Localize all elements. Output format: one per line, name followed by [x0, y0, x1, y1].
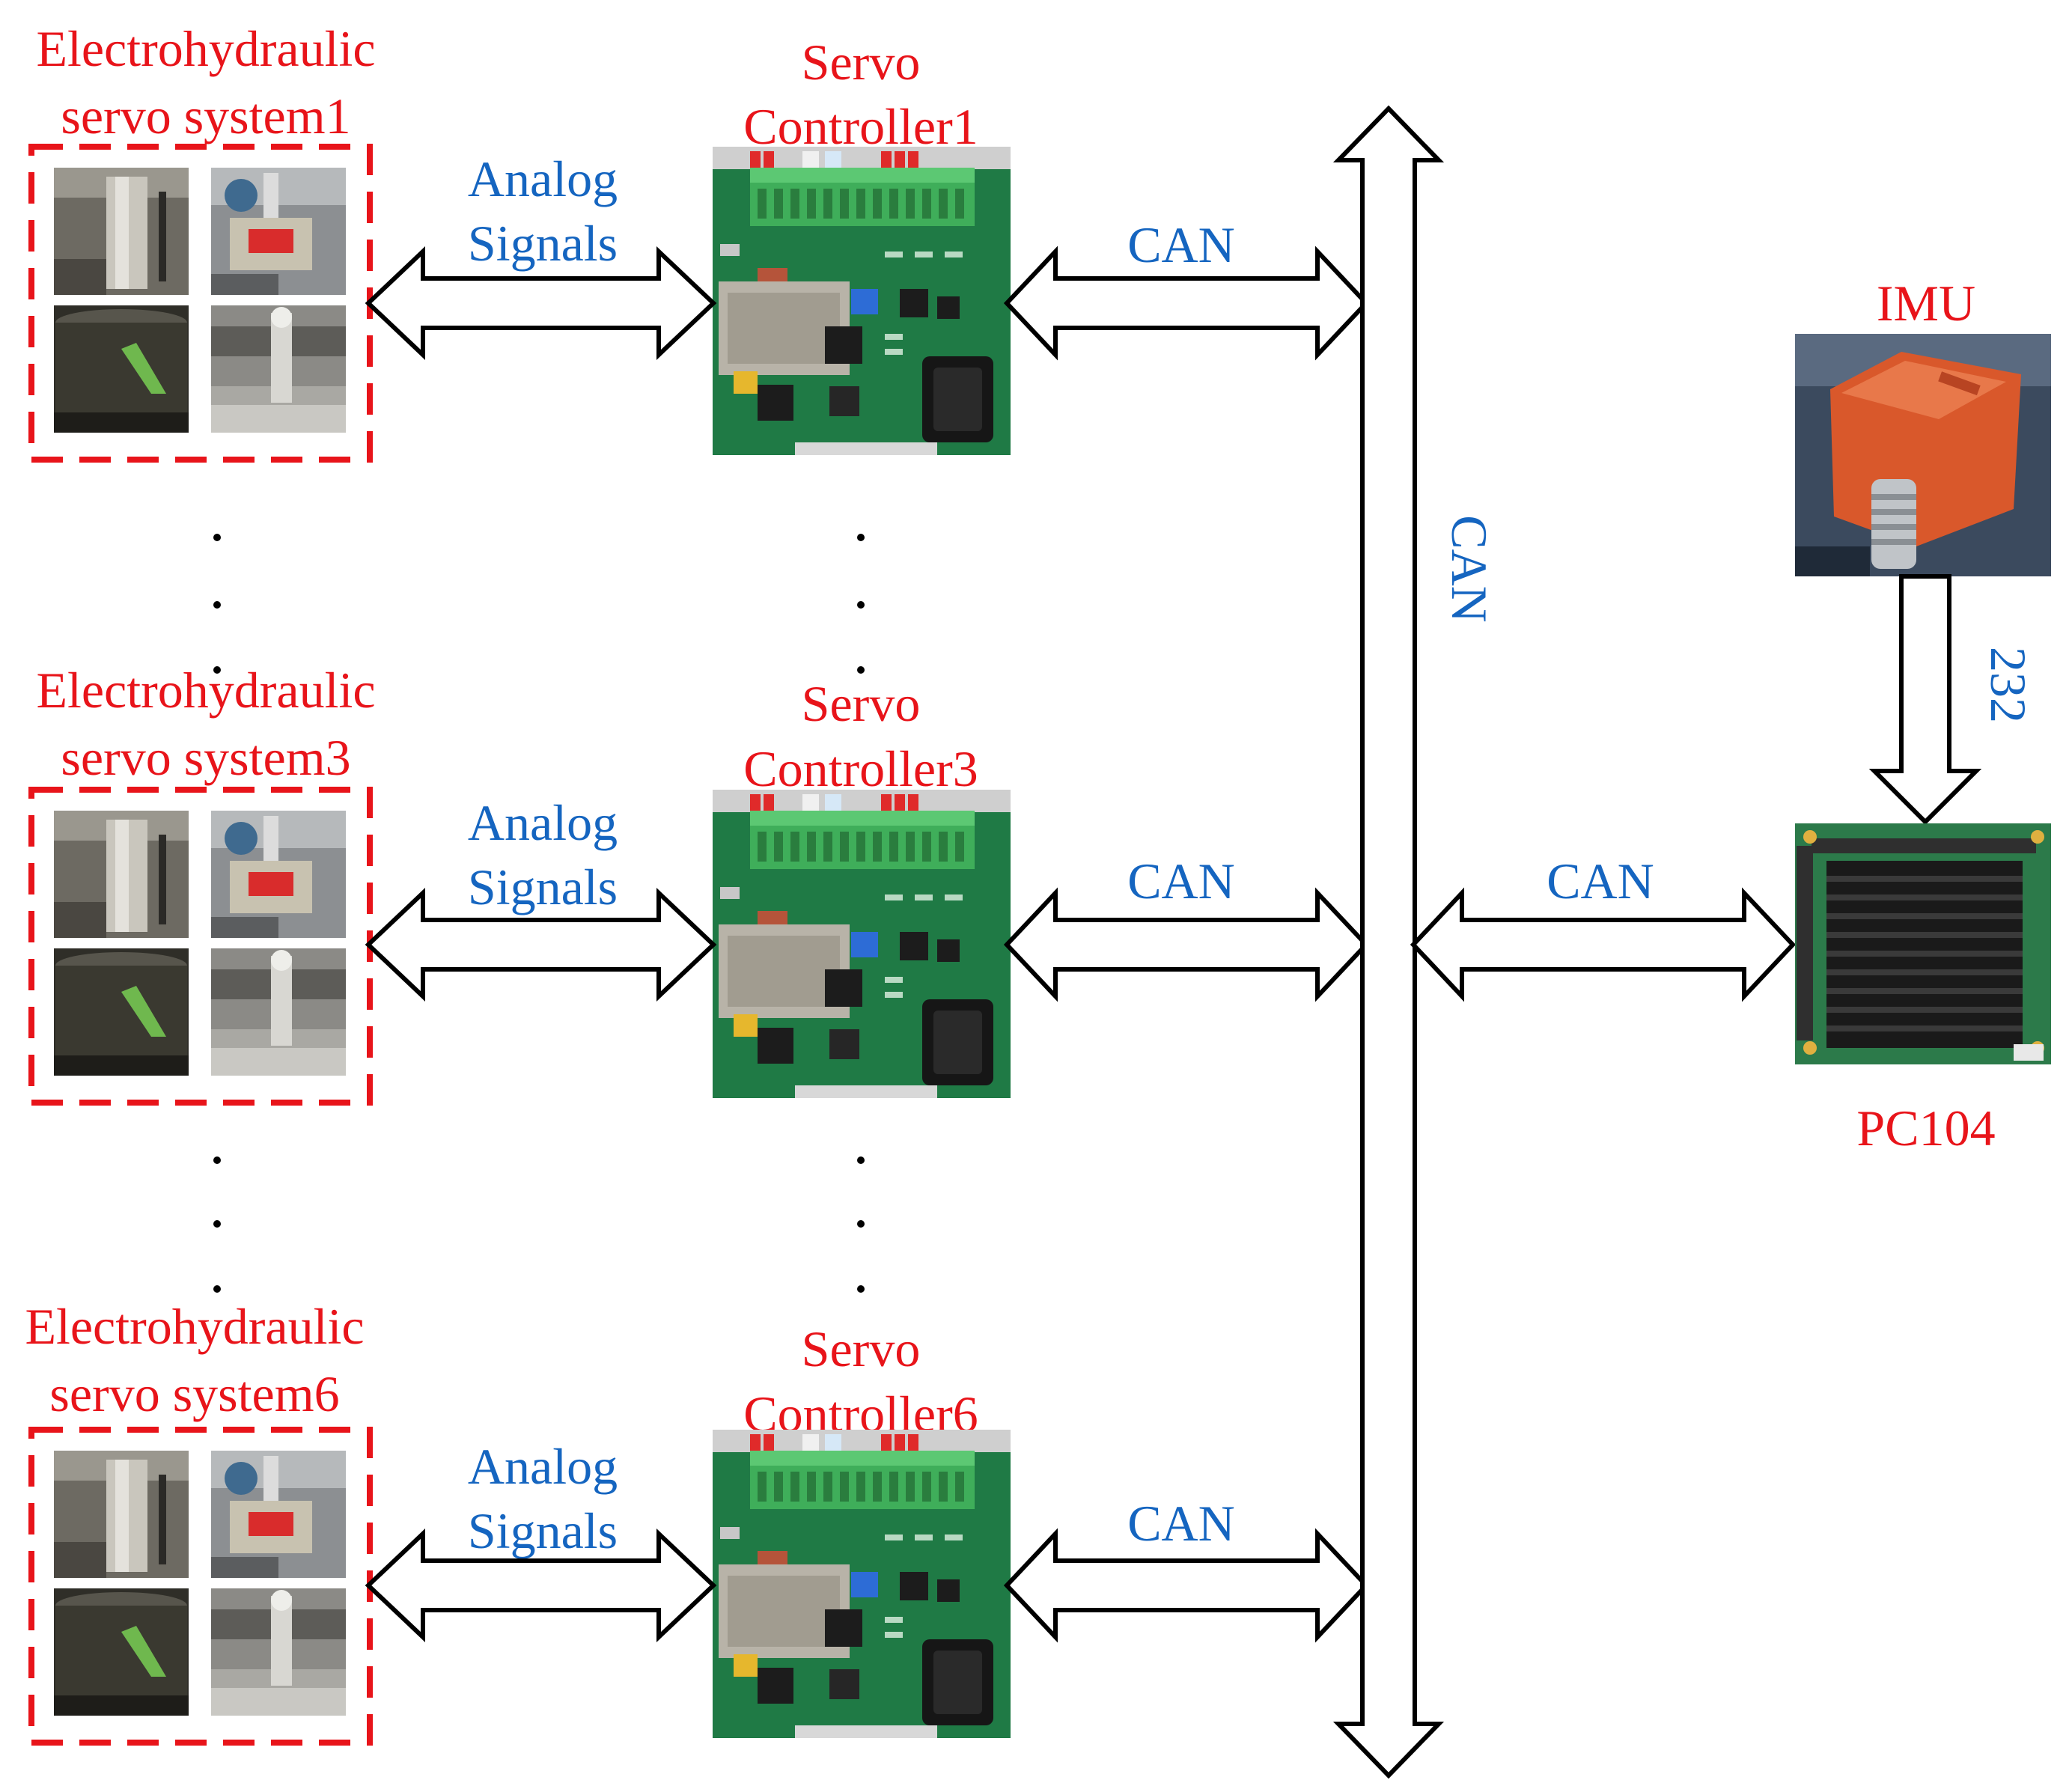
- servo-controller-board-icon: [713, 790, 1011, 1098]
- ellipsis-dot: [857, 601, 865, 609]
- imu-link-label: 232: [1980, 647, 2037, 723]
- ellipsis-dot: [857, 1220, 865, 1228]
- ellipsis-dot: [213, 601, 221, 609]
- controller-3-label-line1: Servo: [802, 675, 921, 732]
- hydraulic-servo-photo-icon: [31, 1430, 346, 1716]
- imu-device-icon: [1795, 334, 2051, 576]
- analog-signal-arrow-6: [365, 1529, 717, 1642]
- hydraulic-servo-photo-icon: [31, 147, 346, 433]
- analog-3-label-line1: Analog: [468, 794, 618, 851]
- analog-3-label-line2: Signals: [468, 859, 618, 915]
- can-1-label: CAN: [1127, 216, 1235, 273]
- ellipsis-dot: [213, 1220, 221, 1228]
- pc104-can-label: CAN: [1547, 853, 1654, 909]
- analog-6-label-line2: Signals: [468, 1502, 618, 1559]
- ellipsis-dot: [857, 534, 865, 541]
- servo-controller-board-icon: [713, 147, 1011, 455]
- imu-label: IMU: [1877, 275, 1975, 332]
- can-6-label: CAN: [1127, 1495, 1235, 1552]
- analog-signal-arrow-3: [365, 888, 717, 1002]
- pc104-can-arrow: [1410, 887, 1797, 1002]
- analog-1-label-line1: Analog: [468, 150, 618, 207]
- hydraulic-1-label-line1: Electrohydraulic: [36, 20, 375, 77]
- ellipsis-dot: [857, 666, 865, 674]
- ellipsis-dot: [857, 1285, 865, 1293]
- analog-signal-arrow-1: [365, 246, 717, 360]
- imu-to-pc104-arrow: [1868, 574, 1982, 826]
- pc104-board-icon: [1795, 823, 2051, 1064]
- hydraulic-6-label-line2: servo system6: [49, 1365, 339, 1422]
- analog-1-label-line2: Signals: [468, 215, 618, 272]
- controller-1-label-line2: Controller1: [743, 98, 978, 155]
- can-bus-label: CAN: [1441, 515, 1498, 623]
- hydraulic-servo-photo-icon: [31, 790, 346, 1076]
- controller-3-label-line2: Controller3: [743, 740, 978, 797]
- servo-controller-board-icon: [713, 1430, 1011, 1738]
- ellipsis-dot: [857, 1156, 865, 1164]
- hydraulic-3-label-line1: Electrohydraulic: [36, 662, 375, 719]
- ellipsis-dot: [213, 534, 221, 541]
- hydraulic-6-label-line1: Electrohydraulic: [25, 1298, 364, 1355]
- analog-6-label-line1: Analog: [468, 1438, 618, 1495]
- controller-6-label-line1: Servo: [802, 1320, 921, 1377]
- hydraulic-1-label-line2: servo system1: [61, 88, 350, 144]
- ellipsis-dot: [213, 666, 221, 674]
- ellipsis-dot: [213, 1285, 221, 1293]
- hydraulic-3-label-line2: servo system3: [61, 729, 350, 786]
- can-3-label: CAN: [1127, 853, 1235, 909]
- pc104-label: PC104: [1856, 1100, 1995, 1156]
- controller-1-label-line1: Servo: [802, 34, 921, 91]
- ellipsis-dot: [213, 1156, 221, 1164]
- can-bus-arrow: [1332, 105, 1445, 1779]
